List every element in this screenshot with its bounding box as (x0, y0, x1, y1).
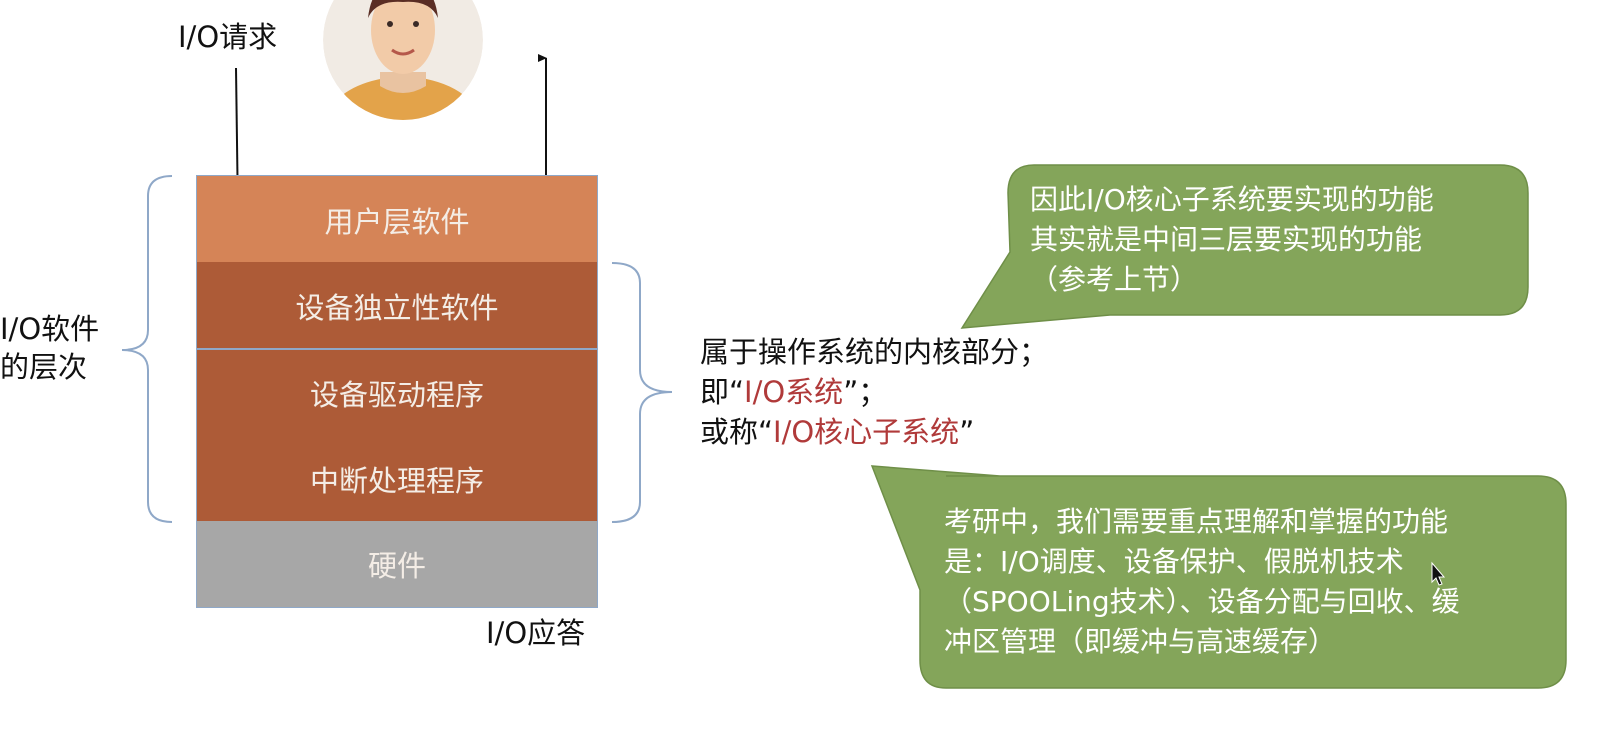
callout-bottom-line: 冲区管理（即缓冲与高速缓存） (944, 625, 1337, 658)
layer-user-software: 用户层软件 (196, 175, 598, 263)
callout-top-line: 因此I/O核心子系统要实现的功能 (1030, 183, 1434, 216)
kernel-line-1: 属于操作系统的内核部分； (700, 335, 1049, 369)
layer-device-driver: 设备驱动程序 (196, 350, 598, 436)
cursor-icon (1431, 561, 1446, 586)
callout-top-line: 其实就是中间三层要实现的功能 (1030, 223, 1423, 256)
callout-bottom-line: 考研中，我们需要重点理解和掌握的功能 (944, 505, 1449, 538)
kernel-brace (611, 262, 673, 523)
callout-top-shape (960, 164, 1529, 329)
hierarchy-label-line1: I/O软件 (0, 312, 100, 346)
callout-bottom-line: （SPOOLing技术）、设备分配与回收、缓 (944, 585, 1460, 618)
layer-divider (196, 348, 598, 350)
kernel-line-2-suffix: ”； (843, 375, 888, 409)
callout-bottom-line: 是：I/O调度、设备保护、假脱机技术 (944, 545, 1404, 578)
hierarchy-label-line2: 的层次 (0, 350, 88, 384)
kernel-line-2-prefix: 即“ (700, 375, 745, 409)
io-core-subsystem-highlight: I/O核心子系统 (773, 415, 960, 449)
kernel-line-3: 或称“I/O核心子系统” (700, 412, 1048, 452)
io-response-label: I/O应答 (486, 616, 586, 650)
kernel-line-3-prefix: 或称“ (700, 415, 774, 449)
avatar (323, 0, 483, 120)
callout-top-text: 因此I/O核心子系统要实现的功能 其实就是中间三层要实现的功能 （参考上节） (1030, 180, 1434, 300)
layer-hardware: 硬件 (196, 521, 598, 608)
layer-device-independent-software: 设备独立性软件 (196, 262, 598, 349)
callout-bottom-shape (870, 465, 1567, 689)
kernel-line-3-suffix: ” (959, 415, 975, 449)
layer-interrupt-handler: 中断处理程序 (196, 436, 598, 521)
callout-top-line: （参考上节） (1030, 263, 1199, 296)
io-request-label: I/O请求 (178, 20, 278, 54)
hierarchy-brace (121, 175, 173, 523)
kernel-line-2: 即“I/O系统”； (700, 372, 1048, 412)
kernel-description: 属于操作系统的内核部分； 即“I/O系统”； 或称“I/O核心子系统” (700, 332, 1048, 452)
callout-bottom-text: 考研中，我们需要重点理解和掌握的功能 是：I/O调度、设备保护、假脱机技术 （S… (944, 502, 1460, 662)
io-system-highlight: I/O系统 (744, 375, 844, 409)
